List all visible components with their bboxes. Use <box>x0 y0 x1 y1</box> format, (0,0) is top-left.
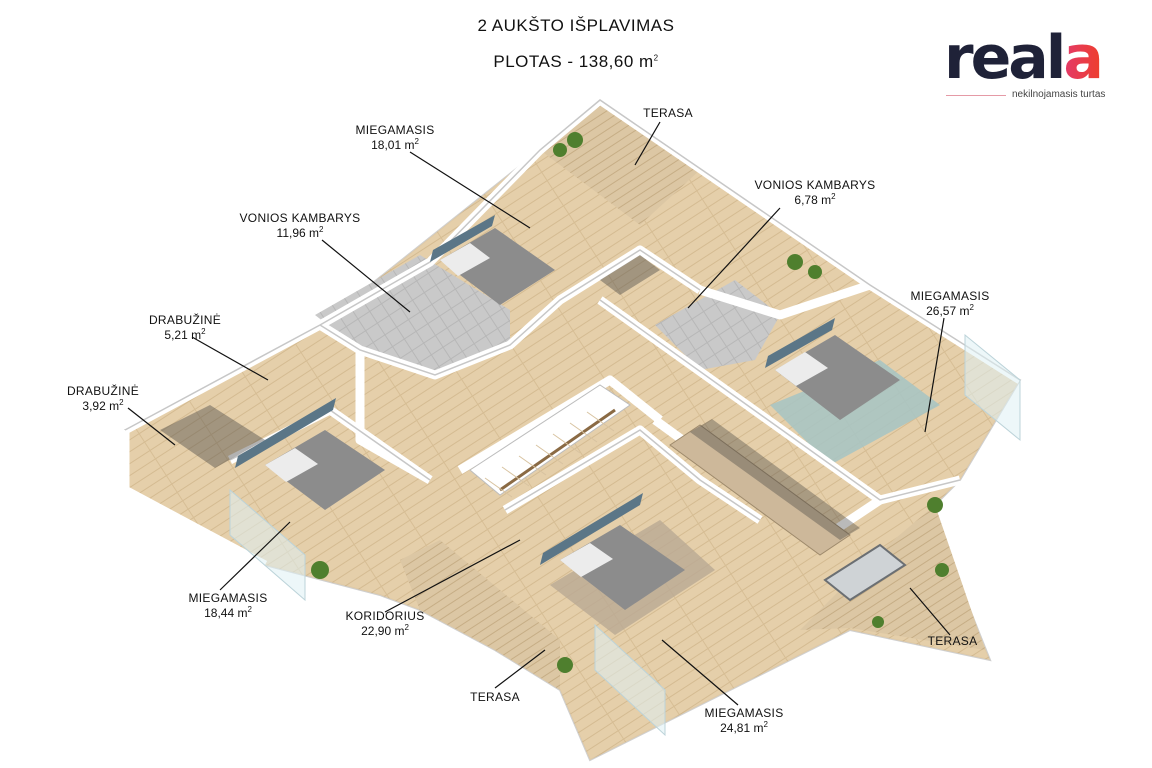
leader-lines <box>127 121 951 706</box>
unit-sup: 2 <box>404 623 409 632</box>
brand-logo: reala nekilnojamasis turtas <box>944 22 1124 106</box>
room-label-miegamasis-1: MIEGAMASIS 18,01 m2 <box>330 123 460 153</box>
room-area: 18,01 m2 <box>330 138 460 153</box>
terrace-sofa <box>823 543 907 602</box>
room-area: 18,44 m2 <box>168 606 288 621</box>
room-name: TERASA <box>470 690 520 704</box>
staircase <box>469 384 631 498</box>
room-area-value: 26,57 m <box>926 304 970 318</box>
room-name: DRABUŽINĖ <box>66 384 140 398</box>
room-label-drabuzine-1: DRABUŽINĖ 5,21 m2 <box>130 313 240 343</box>
room-label-vonios-2: VONIOS KAMBARYS 6,78 m2 <box>740 178 890 208</box>
unit-sup: 2 <box>831 192 836 201</box>
room-label-miegamasis-3: MIEGAMASIS 18,44 m2 <box>168 591 288 621</box>
plan-area-text: PLOTAS - 138,60 m <box>493 52 654 71</box>
room-area-value: 3,92 m <box>82 399 120 413</box>
room-area: 5,21 m2 <box>130 328 240 343</box>
room-area-value: 24,81 m <box>720 721 764 735</box>
room-area-value: 18,01 m <box>371 138 415 152</box>
room-label-miegamasis-4: MIEGAMASIS 24,81 m2 <box>684 706 804 736</box>
room-label-terasa-top: TERASA <box>613 106 723 121</box>
unit-sup: 2 <box>969 303 974 312</box>
bed <box>430 215 555 305</box>
unit-sup: 2 <box>119 398 124 407</box>
room-label-terasa-right: TERASA <box>900 634 1005 649</box>
unit-sup: 2 <box>319 225 324 234</box>
room-area: 22,90 m2 <box>325 624 445 639</box>
logo-word-main: real <box>944 23 1066 93</box>
logo-wordmark: reala <box>944 22 1104 94</box>
room-label-vonios-1: VONIOS KAMBARYS 11,96 m2 <box>225 211 375 241</box>
terraces <box>400 100 985 690</box>
unit-sup: 2 <box>414 137 419 146</box>
unit-sup: 2 <box>763 720 768 729</box>
beds <box>235 215 900 610</box>
room-name: MIEGAMASIS <box>188 591 268 605</box>
room-area: 26,57 m2 <box>890 304 1010 319</box>
room-label-drabuzine-2: DRABUŽINĖ 3,92 m2 <box>48 384 158 414</box>
bed <box>235 398 385 510</box>
logo-tagline: nekilnojamasis turtas <box>1012 89 1106 100</box>
bed <box>765 318 900 420</box>
plants <box>311 132 949 673</box>
room-area-value: 6,78 m <box>794 193 832 207</box>
plan-title: 2 AUKŠTO IŠPLAVIMAS <box>477 16 675 35</box>
room-name: KORIDORIUS <box>345 609 425 623</box>
plan-area-sup: 2 <box>653 53 659 63</box>
room-name: VONIOS KAMBARYS <box>239 211 361 225</box>
unit-sup: 2 <box>201 327 206 336</box>
room-label-koridorius: KORIDORIUS 22,90 m2 <box>325 609 445 639</box>
plan-area: PLOTAS - 138,60 m2 <box>400 52 752 72</box>
room-label-miegamasis-2: MIEGAMASIS 26,57 m2 <box>890 289 1010 319</box>
room-area-value: 18,44 m <box>204 606 248 620</box>
wardrobes <box>160 255 860 556</box>
glass-railings <box>229 333 1021 737</box>
logo-word-accent: a <box>1063 23 1103 93</box>
logo-divider <box>946 95 1006 96</box>
room-area: 11,96 m2 <box>225 226 375 241</box>
room-area-value: 22,90 m <box>361 624 405 638</box>
room-name: MIEGAMASIS <box>910 289 990 303</box>
room-name: DRABUŽINĖ <box>148 313 222 327</box>
room-area: 6,78 m2 <box>740 193 890 208</box>
room-name: TERASA <box>643 106 693 120</box>
room-name: VONIOS KAMBARYS <box>754 178 876 192</box>
room-area-value: 11,96 m <box>276 226 319 240</box>
room-name: MIEGAMASIS <box>704 706 784 720</box>
room-area: 24,81 m2 <box>684 721 804 736</box>
room-area-value: 5,21 m <box>164 328 202 342</box>
bed <box>540 493 685 610</box>
room-name: MIEGAMASIS <box>355 123 435 137</box>
room-name: TERASA <box>927 634 978 648</box>
unit-sup: 2 <box>247 605 252 614</box>
room-area: 3,92 m2 <box>48 399 158 414</box>
room-label-terasa-bottom: TERASA <box>445 690 545 705</box>
